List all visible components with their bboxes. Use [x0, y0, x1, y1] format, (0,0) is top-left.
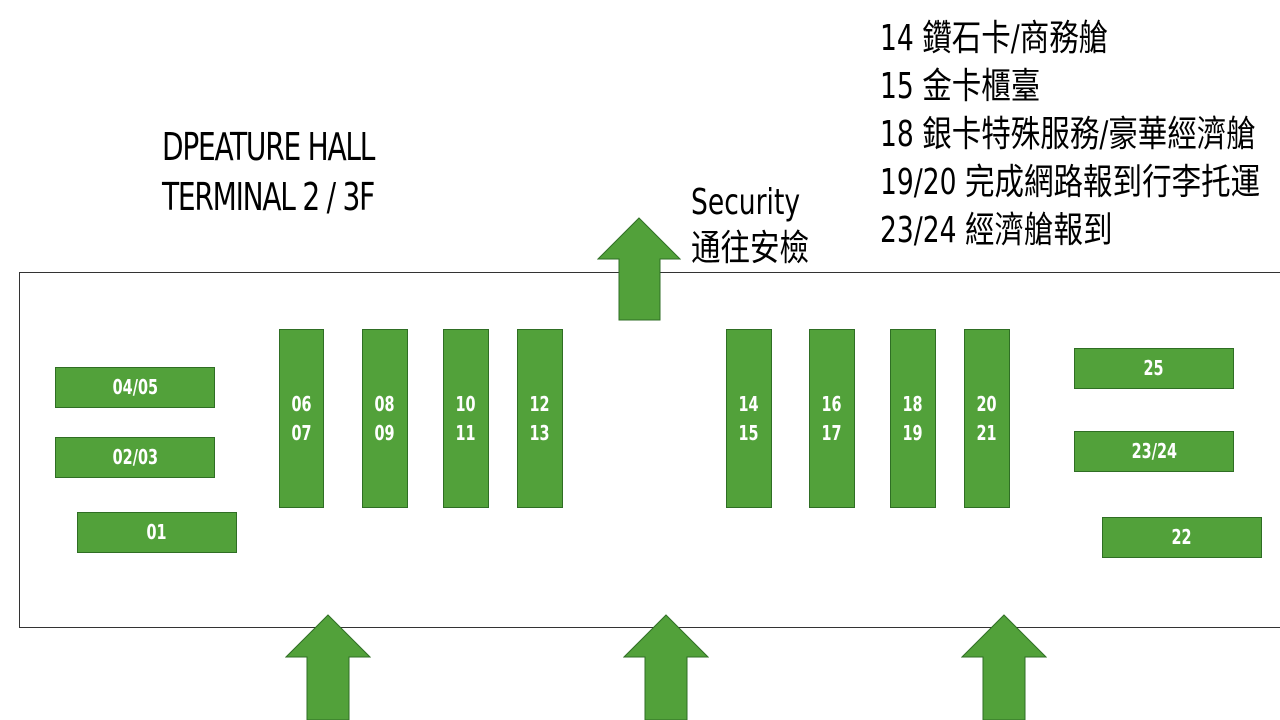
legend-item: 14 鑽石卡/商務艙 [880, 18, 1109, 59]
counter-10-11: 10 11 [443, 329, 489, 508]
entrance-arrow-center-icon [623, 614, 709, 720]
counter-02-03: 02/03 [55, 437, 215, 478]
legend-item: 19/20 完成網路報到行李托運 [880, 162, 1261, 203]
counter-23-24: 23/24 [1074, 431, 1234, 472]
hall-title: DPEATURE HALL TERMINAL 2 / 3F [162, 122, 375, 222]
security-label: Security 通往安檢 [691, 180, 809, 272]
counter-label: 23/24 [1131, 439, 1177, 463]
counter-25: 25 [1074, 348, 1234, 389]
counter-01: 01 [77, 512, 237, 553]
counter-22: 22 [1102, 517, 1262, 558]
counter-label: 02/03 [112, 445, 158, 469]
counter-label: 06 07 [291, 391, 312, 445]
legend-item: 15 金卡櫃臺 [880, 66, 1041, 107]
counter-label: 01 [146, 520, 168, 544]
hall-title-line1: DPEATURE HALL [162, 125, 375, 169]
counter-16-17: 16 17 [809, 329, 855, 508]
counter-14-15: 14 15 [726, 329, 772, 508]
security-label-zh: 通往安檢 [691, 228, 810, 269]
entrance-arrow-right-icon [961, 614, 1047, 720]
counter-label: 16 17 [821, 391, 843, 445]
security-label-en: Security [691, 182, 801, 223]
counter-label: 04/05 [112, 375, 158, 399]
counter-legend: 14 鑽石卡/商務艙 15 金卡櫃臺 18 銀卡特殊服務/豪華經濟艙 19/20… [880, 15, 1260, 255]
entrance-arrow-left-icon [285, 614, 371, 720]
counter-label: 12 13 [529, 391, 551, 445]
counter-label: 25 [1143, 356, 1165, 380]
counter-label: 20 21 [976, 391, 998, 445]
counter-06-07: 06 07 [279, 329, 324, 508]
hall-title-line2: TERMINAL 2 / 3F [162, 175, 375, 219]
security-exit-arrow-icon [597, 217, 681, 321]
counter-label: 18 19 [902, 391, 924, 445]
counter-12-13: 12 13 [517, 329, 563, 508]
legend-item: 23/24 經濟艙報到 [880, 210, 1113, 251]
counter-label: 22 [1171, 525, 1193, 549]
counter-04-05: 04/05 [55, 367, 215, 408]
counter-label: 10 11 [455, 391, 477, 445]
counter-20-21: 20 21 [964, 329, 1010, 508]
counter-08-09: 08 09 [362, 329, 408, 508]
counter-18-19: 18 19 [890, 329, 936, 508]
counter-label: 14 15 [738, 391, 760, 445]
counter-label: 08 09 [374, 391, 396, 445]
legend-item: 18 銀卡特殊服務/豪華經濟艙 [880, 114, 1256, 155]
